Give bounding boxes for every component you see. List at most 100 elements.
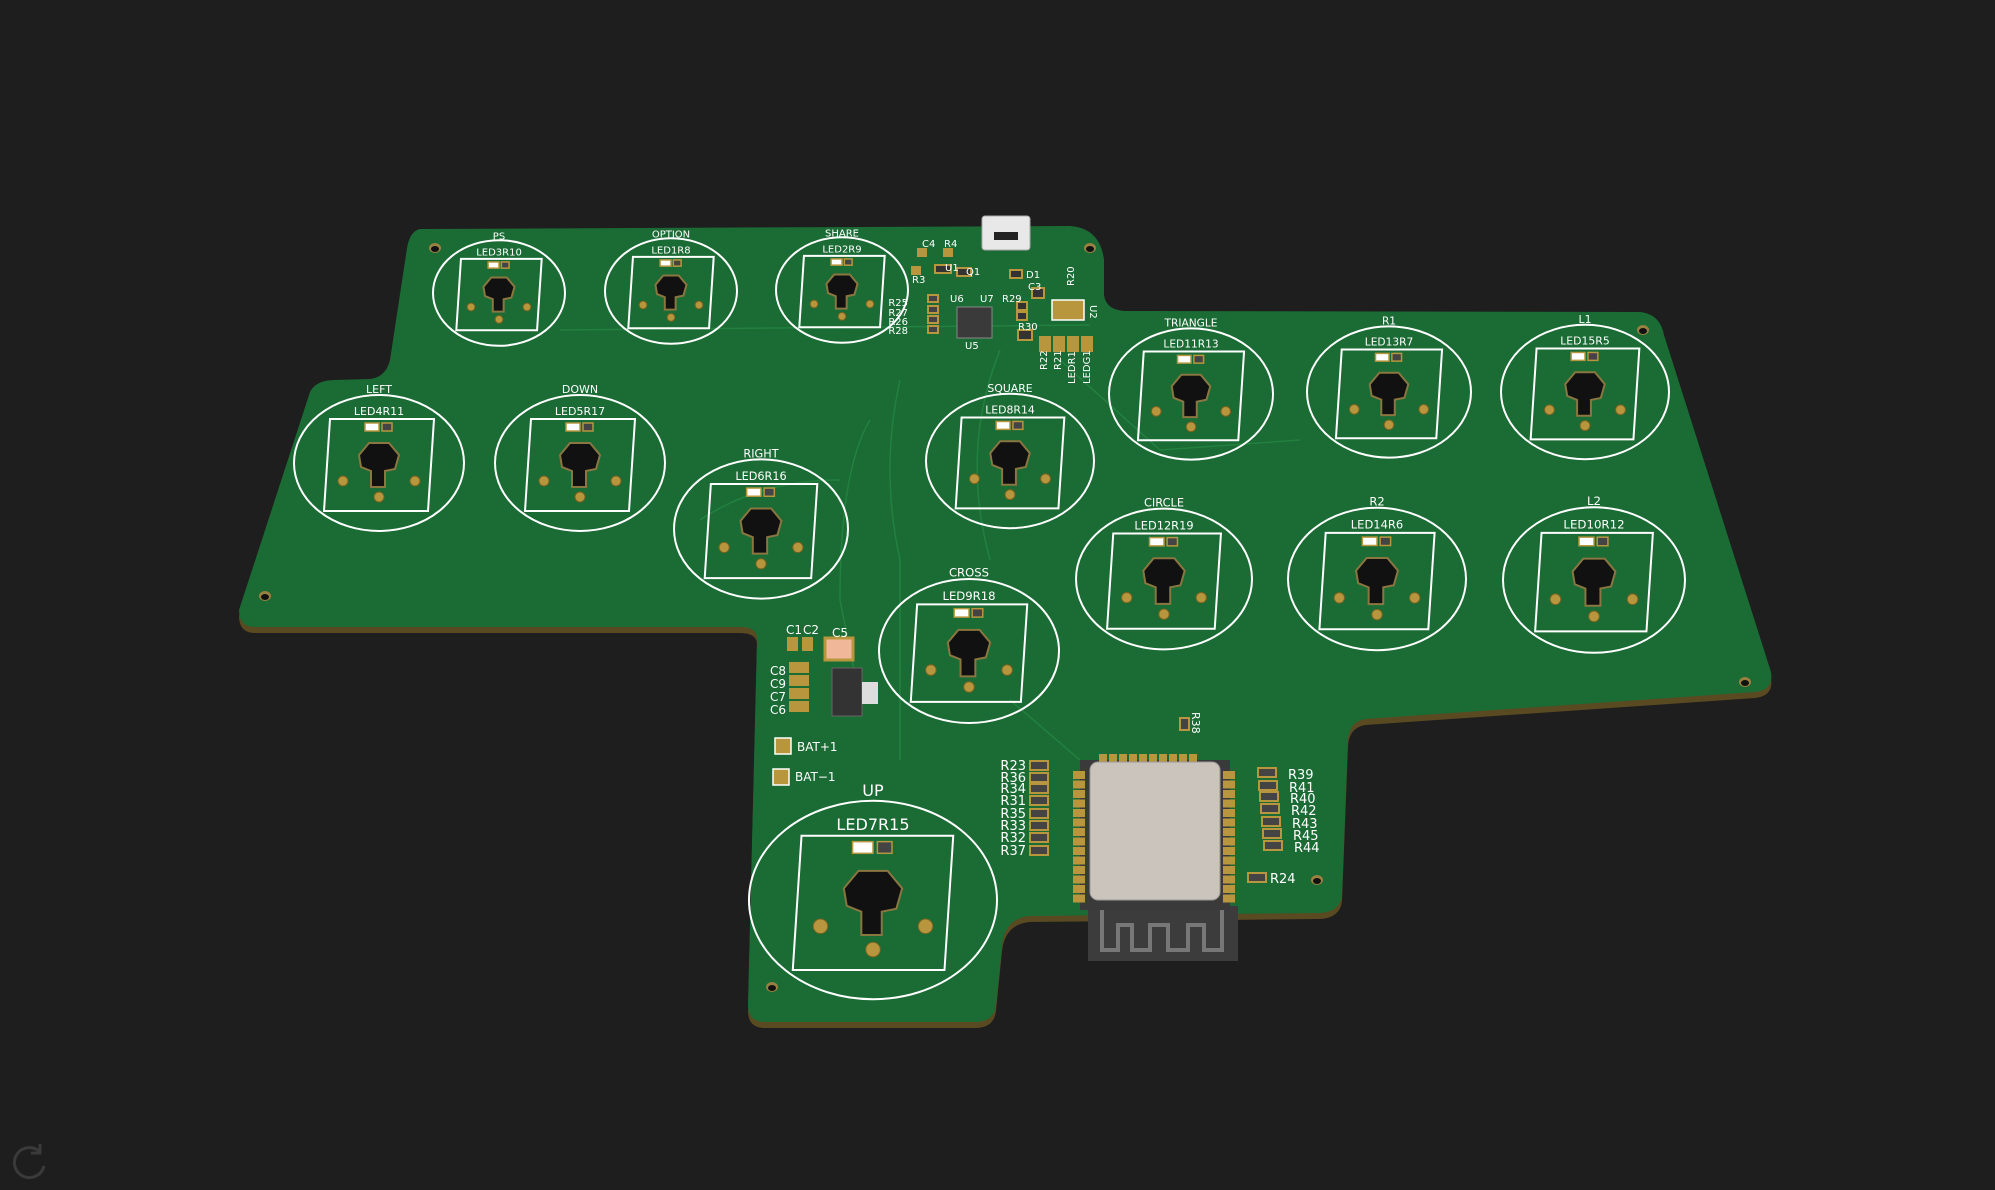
- switch-outline: [1334, 348, 1444, 440]
- u5-chip: [956, 306, 993, 339]
- ref-designator: R38: [1189, 712, 1202, 734]
- smd-part: [1073, 856, 1085, 865]
- resistor: [1596, 536, 1609, 547]
- smd-part: [1073, 809, 1085, 817]
- smd-part: [934, 264, 952, 274]
- ref-designator: C2: [803, 623, 819, 637]
- button-outline: [673, 458, 849, 600]
- switch-pin-pad: [968, 473, 980, 485]
- button-outline: [494, 394, 666, 532]
- switch-pin-pad: [337, 475, 349, 487]
- switch-outline: [627, 255, 715, 330]
- ref-label: LED13R7: [1365, 336, 1413, 349]
- switch-mount-hole: [1354, 557, 1400, 606]
- smd-part: [927, 325, 939, 334]
- pcb-board: [239, 226, 1772, 1022]
- smd-part: [1260, 803, 1280, 814]
- smd-part: [1081, 336, 1093, 352]
- switch-pin-pad: [494, 315, 504, 324]
- smd-part: [1016, 311, 1028, 321]
- switch-mount-hole: [1564, 371, 1606, 417]
- led: [995, 420, 1011, 431]
- button-outline: [1306, 325, 1472, 459]
- switch-pin-pad: [809, 299, 819, 309]
- switch-pin-pad: [755, 558, 767, 570]
- switch-outline: [1136, 350, 1246, 442]
- switch-pin-pad: [865, 299, 875, 309]
- switch-outline: [798, 254, 886, 329]
- switch-pin-pad: [865, 941, 881, 958]
- switch-pin-pad: [1121, 591, 1133, 604]
- smd-part: [1029, 772, 1049, 783]
- switch-pin-pad: [1418, 404, 1430, 415]
- switch-pin-pad: [1626, 593, 1639, 606]
- smd-part: [1257, 767, 1277, 778]
- switch-pin-pad: [1004, 489, 1016, 501]
- switch-mount-hole: [654, 274, 688, 311]
- button-label: R1: [1382, 315, 1396, 328]
- resistor: [876, 840, 893, 855]
- antenna-trace: [1100, 910, 1224, 952]
- smd-part: [1073, 771, 1085, 779]
- switch-pin-pad: [1158, 608, 1170, 620]
- led: [1374, 352, 1390, 362]
- smd-part: [1261, 816, 1281, 827]
- rotate-view-button[interactable]: [6, 1138, 54, 1186]
- switch-mount-hole: [1142, 557, 1186, 605]
- switch-pin-pad: [574, 491, 586, 503]
- button-label: OPTION: [652, 230, 690, 241]
- smd-part: [1067, 336, 1079, 352]
- u2-chip: [1051, 299, 1085, 321]
- smd-part: [787, 637, 798, 651]
- switch-mount-hole: [357, 442, 401, 488]
- switch-pin-pad: [538, 475, 550, 487]
- smd-part: [956, 267, 972, 277]
- button-label: L2: [1587, 494, 1601, 508]
- switch-outline: [1529, 347, 1641, 441]
- smd-part: [911, 266, 921, 275]
- smd-part: [917, 248, 927, 257]
- bat-minus-pad[interactable]: [772, 768, 790, 786]
- smd-part: [927, 305, 939, 314]
- ref-designator: R41: [1289, 781, 1315, 796]
- button-outline: [432, 239, 566, 347]
- button-outline: [1502, 506, 1686, 654]
- smd-part: [1223, 866, 1235, 874]
- switch-pin-pad: [917, 918, 934, 935]
- smd-part: [1179, 717, 1190, 731]
- switch-mount-hole: [1571, 557, 1617, 607]
- resistor: [672, 259, 682, 267]
- smd-part: [789, 688, 809, 699]
- smd-part: [1073, 866, 1085, 874]
- smd-part: [1223, 809, 1235, 817]
- ref-designator: C9: [770, 677, 786, 691]
- switch-mount-hole: [1368, 371, 1410, 417]
- led: [565, 422, 581, 432]
- bat-plus-pad[interactable]: [774, 737, 792, 755]
- resistor: [763, 487, 776, 497]
- ref-designator: U5: [965, 341, 979, 352]
- smd-part: [1223, 856, 1235, 865]
- smd-part: [1029, 820, 1049, 831]
- switch-outline: [1534, 531, 1654, 633]
- switch-pin-pad: [1185, 421, 1197, 433]
- smd-part: [1029, 783, 1049, 794]
- ref-designator: R37: [1000, 844, 1026, 859]
- smd-part: [1039, 336, 1051, 352]
